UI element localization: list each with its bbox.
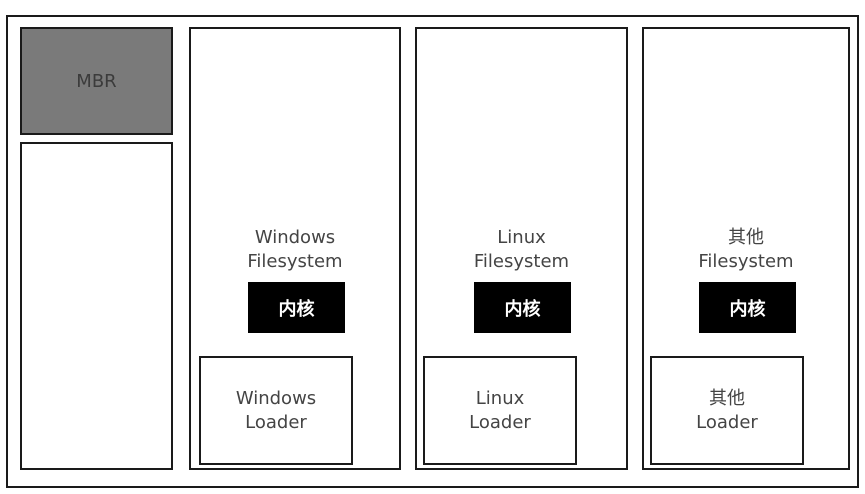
partition-windows-kernel: 内核 (248, 282, 345, 333)
partition-other-loader: 其他 Loader (650, 356, 804, 465)
filesystem-name: 其他 (728, 227, 764, 248)
kernel-label: 内核 (278, 298, 315, 320)
filesystem-word: Filesystem (473, 251, 570, 272)
partition-other-kernel: 内核 (699, 282, 796, 333)
unallocated-block (20, 142, 173, 470)
filesystem-name: Linux (497, 227, 546, 248)
partition-windows-loader: Windows Loader (199, 356, 353, 465)
partition-linux-kernel: 内核 (474, 282, 571, 333)
kernel-label: 内核 (504, 298, 541, 320)
partition-windows-filesystem-label: Windows Filesystem (189, 226, 401, 274)
loader-name: Linux (475, 387, 525, 409)
loader-word: Loader (696, 411, 758, 433)
partition-linux-loader: Linux Loader (423, 356, 577, 465)
loader-name: 其他 (709, 387, 745, 409)
mbr-block: MBR (20, 27, 173, 135)
mbr-label: MBR (76, 70, 117, 92)
filesystem-word: Filesystem (698, 251, 794, 272)
partition-linux-filesystem-label: Linux Filesystem (415, 226, 628, 274)
loader-word: Loader (469, 411, 531, 433)
filesystem-word: Filesystem (247, 251, 343, 272)
loader-word: Loader (245, 411, 307, 433)
filesystem-name: Windows (254, 227, 336, 248)
partition-other-filesystem-label: 其他 Filesystem (642, 226, 850, 274)
kernel-label: 内核 (729, 298, 766, 320)
loader-name: Windows (235, 387, 317, 409)
